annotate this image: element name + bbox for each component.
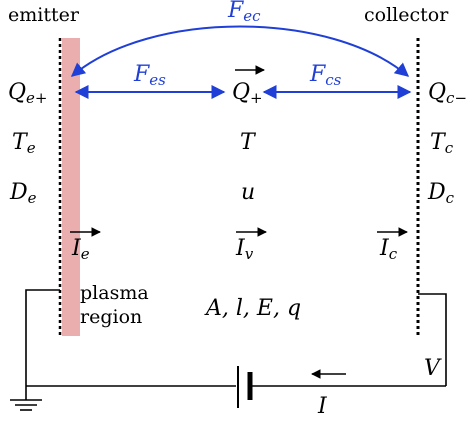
circuit-current-label: I	[318, 394, 327, 419]
plasma-parameters: A, l, E, q	[206, 296, 302, 321]
emitter-lead-wire	[25, 289, 60, 386]
emitter-current: Ie	[72, 236, 90, 263]
emitter-label: emitter	[8, 4, 79, 26]
emitter-density: De	[10, 180, 37, 207]
plasma-charge: Q+	[232, 80, 263, 107]
emitter-charge: Qe+	[8, 80, 48, 107]
collector-density: Dc	[428, 180, 455, 207]
force-arrow-fec	[70, 25, 410, 77]
emitter-plasma-band	[62, 38, 80, 336]
emitter-temperature: Te	[12, 130, 36, 157]
collector-current: Ic	[380, 236, 398, 263]
region-label: region	[80, 306, 143, 328]
plasma-label: plasma	[80, 282, 149, 304]
plasma-velocity: u	[241, 180, 256, 205]
collector-lead-wire	[418, 293, 447, 386]
force-label-fcs: Fcs	[310, 62, 342, 89]
plasma-temperature: T	[240, 130, 255, 155]
voltage-label: V	[424, 356, 440, 381]
collector-charge: Qc−	[428, 80, 468, 107]
plasma-current: Iv	[236, 236, 254, 263]
force-label-fes: Fes	[134, 62, 166, 89]
collector-label: collector	[364, 4, 449, 26]
collector-temperature: Tc	[430, 130, 454, 157]
force-label-fec: Fec	[228, 0, 261, 25]
